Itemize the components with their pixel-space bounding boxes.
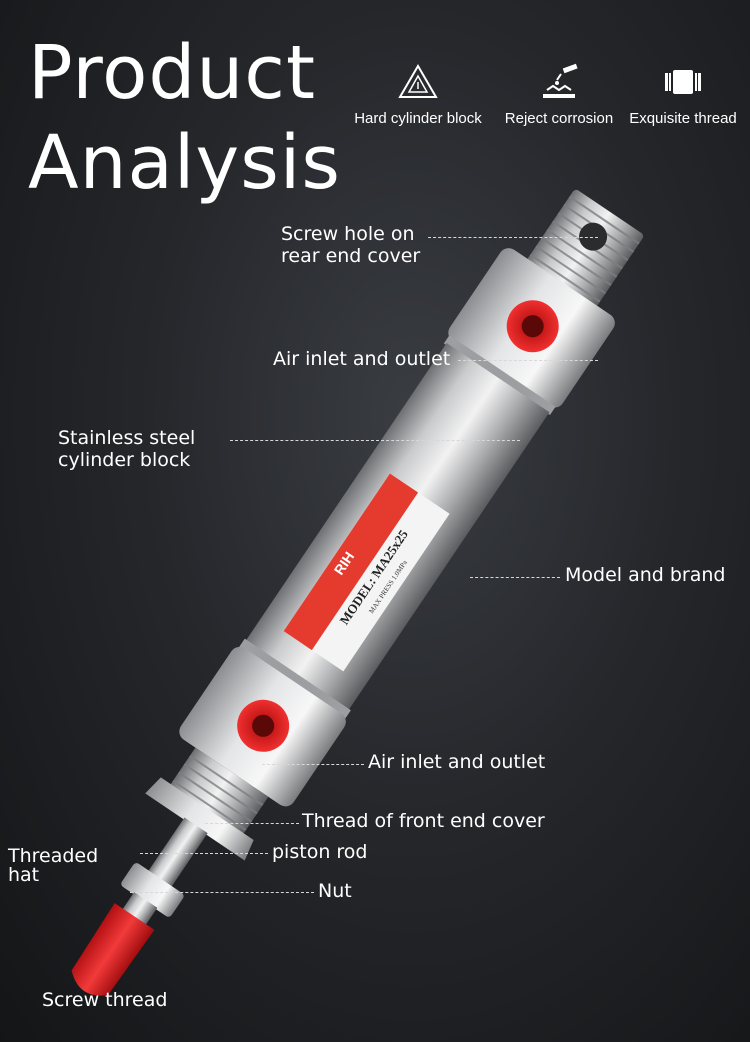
feature-hard-cylinder: Hard cylinder block xyxy=(348,62,488,127)
hardness-triangle-icon xyxy=(398,64,438,98)
leader-screw-hole xyxy=(428,237,598,238)
callout-model-brand: Model and brand xyxy=(565,564,726,586)
title-line-1: Product xyxy=(28,30,316,116)
callout-stainless-line2: cylinder block xyxy=(58,449,191,471)
leader-air-inlet-top xyxy=(458,360,598,361)
callout-screw-hole-line1: Screw hole on xyxy=(281,223,415,245)
corrosion-drop-icon xyxy=(543,63,578,98)
callout-stainless-line1: Stainless steel xyxy=(58,427,196,449)
callout-air-inlet-bottom: Air inlet and outlet xyxy=(368,751,546,773)
feature-label: Reject corrosion xyxy=(504,110,614,127)
leader-air-inlet-bottom xyxy=(262,764,364,765)
callout-air-inlet-top: Air inlet and outlet xyxy=(273,348,451,370)
callout-screw-hole-line2: rear end cover xyxy=(281,245,421,267)
callout-threaded-hat-line1: Threaded xyxy=(8,845,99,867)
callout-thread-front: Thread of front end cover xyxy=(302,810,545,832)
callout-piston-rod: piston rod xyxy=(272,841,368,863)
leader-nut xyxy=(130,892,314,893)
feature-exquisite-thread: Exquisite thread xyxy=(613,62,750,127)
callout-nut: Nut xyxy=(318,880,352,902)
leader-stainless xyxy=(230,440,520,441)
callout-threaded-hat-line2: hat xyxy=(8,864,40,886)
leader-piston-rod xyxy=(140,853,268,854)
leader-model-brand xyxy=(470,577,560,578)
thread-icon xyxy=(665,70,701,94)
feature-label: Hard cylinder block xyxy=(354,110,482,127)
feature-label: Exquisite thread xyxy=(629,110,737,127)
title-line-2: Analysis xyxy=(28,120,341,206)
leader-thread-front xyxy=(205,823,299,824)
feature-reject-corrosion: Reject corrosion xyxy=(489,62,629,127)
callout-screw-thread: Screw thread xyxy=(42,989,168,1011)
